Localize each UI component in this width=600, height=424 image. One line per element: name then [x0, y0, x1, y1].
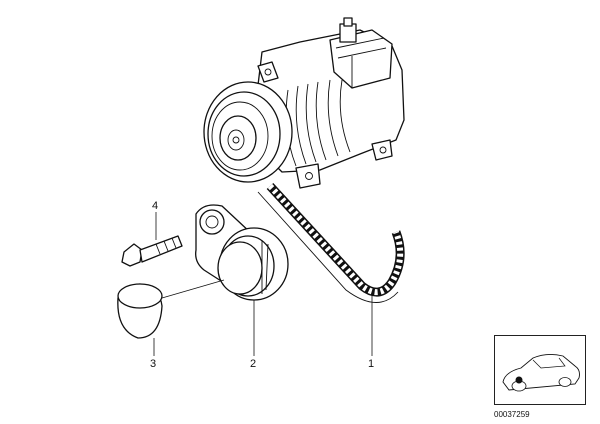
part-label-3: 3	[150, 358, 157, 370]
leader-lines	[153, 212, 373, 356]
part-label-2: 2	[250, 358, 257, 370]
vehicle-location-inset	[494, 335, 586, 405]
car-silhouette-icon	[502, 353, 580, 392]
belt-tensioner-icon	[195, 204, 289, 301]
part-label-4: 4	[152, 200, 159, 212]
hex-bolt-icon	[121, 235, 183, 267]
dust-cap-icon	[117, 283, 163, 339]
catalog-number: 00037259	[494, 410, 530, 419]
ac-compressor-icon	[203, 17, 405, 189]
part-label-1: 1	[368, 358, 375, 370]
